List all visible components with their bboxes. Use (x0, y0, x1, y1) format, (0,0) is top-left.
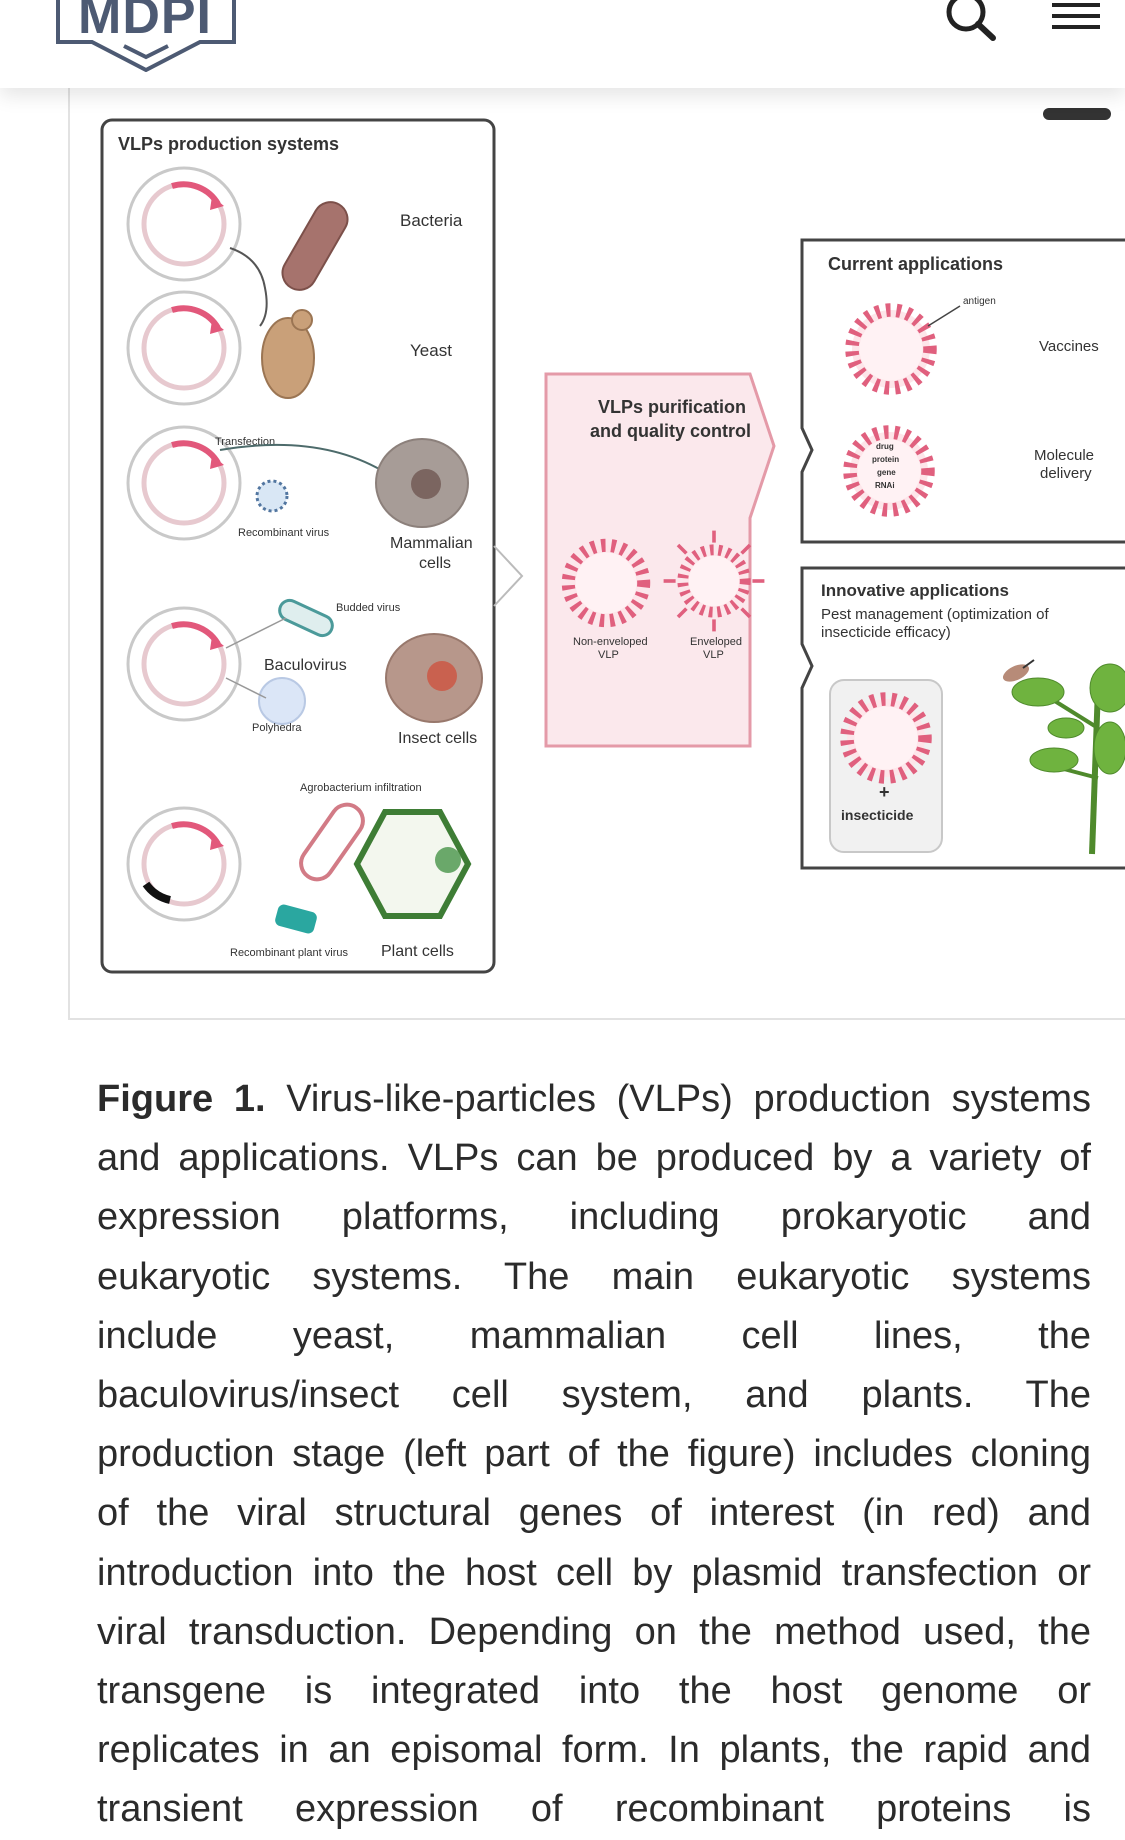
top-app-bar: MDPI (0, 0, 1125, 88)
caption-line-9: introduction into the host cell by plasm… (97, 1551, 1091, 1594)
caption-line-13: transient expression of recombinant prot… (97, 1788, 1091, 1831)
purification-title-1: VLPs purification (598, 397, 746, 417)
vaccine-vlp-icon (852, 310, 930, 388)
molecule-label-1: Molecule (1034, 447, 1094, 464)
bacteria-icon (281, 201, 349, 291)
flagellum-line (229, 247, 268, 327)
non-enveloped-label-1: Non-enveloped (573, 636, 648, 648)
transfection-arrow (219, 443, 387, 474)
polyhedra-icon (258, 677, 306, 725)
insecticide-vlp-icon (847, 699, 925, 777)
caption-line-2: and applications. VLPs can be produced b… (97, 1137, 1091, 1180)
cargo-3: gene (877, 468, 896, 477)
search-icon[interactable] (940, 0, 1002, 42)
current-applications-title: Current applications (828, 254, 1003, 274)
figure-caption: Figure 1. Virus-like-particles (VLPs) pr… (97, 1070, 1091, 1840)
plasmid-icon (128, 808, 240, 920)
figure-close-handle[interactable] (1043, 108, 1111, 120)
caption-line-6: baculovirus/insect cell system, and plan… (97, 1374, 1091, 1417)
purification-title-2: and quality control (590, 421, 751, 441)
yeast-icon (261, 317, 315, 399)
cargo-2: protein (872, 455, 899, 464)
plasmid-icon (128, 292, 240, 404)
bacteria-label: Bacteria (400, 211, 463, 230)
budded-virus-icon (278, 598, 334, 638)
caption-line-12: replicates in an episomal form. In plant… (97, 1729, 1091, 1772)
production-systems-panel: VLPs production systems Bacteria Yeast T… (100, 118, 496, 974)
plant-cells-label: Plant cells (381, 943, 454, 960)
caption-line-3: expression platforms, including prokaryo… (97, 1196, 1091, 1239)
caption-line-4: eukaryotic systems. The main eukaryotic … (97, 1255, 1091, 1298)
plant-virus-icon (275, 904, 317, 934)
caption-line-11: transgene is integrated into the host ge… (97, 1670, 1091, 1713)
enveloped-label-2: VLP (703, 649, 724, 661)
baculovirus-label: Baculovirus (264, 657, 347, 674)
caption-line-7: production stage (left part of the figur… (97, 1433, 1091, 1476)
figure-label: Figure 1. (97, 1078, 266, 1120)
caption-line-5: include yeast, mammalian cell lines, the (97, 1314, 1091, 1357)
recombinant-virus-icon (255, 479, 289, 513)
enveloped-vlp-icon (663, 530, 765, 632)
caption-line-8: of the viral structural genes of interes… (97, 1492, 1091, 1535)
plasmid-icon (128, 608, 240, 720)
plus-sign: + (879, 782, 890, 802)
agrobacterium-label: Agrobacterium infiltration (300, 782, 422, 794)
recombinant-plant-virus-label: Recombinant plant virus (230, 947, 349, 959)
non-enveloped-label-2: VLP (598, 649, 619, 661)
current-applications-panel: Current applications antigen Vaccines dr… (800, 238, 1125, 544)
mammalian-cells-label-1: Mammalian (390, 535, 473, 552)
innovative-subtitle-1: Pest management (optimization of (821, 606, 1049, 623)
mdpi-logo[interactable] (56, 0, 236, 72)
caption-line-10: viral transduction. Depending on the met… (97, 1610, 1091, 1653)
budded-virus-label: Budded virus (336, 602, 401, 614)
mammalian-cells-label-2: cells (419, 555, 451, 572)
agrobacterium-icon (299, 802, 365, 882)
production-panel-title: VLPs production systems (118, 134, 339, 154)
caption-line-1: Figure 1. Virus-like-particles (VLPs) pr… (97, 1078, 1091, 1120)
innovative-subtitle-2: insecticide efficacy) (821, 624, 951, 641)
innovative-applications-panel: Innovative applications Pest management … (800, 566, 1125, 870)
innovative-applications-title: Innovative applications (821, 581, 1009, 600)
purification-panel: VLPs purification and quality control No… (493, 372, 776, 748)
logo-text: MDPI (78, 0, 212, 45)
plant-cell-icon (353, 809, 472, 919)
insect-icon (1002, 664, 1030, 682)
enveloped-label-1: Enveloped (690, 636, 742, 648)
molecule-label-2: delivery (1040, 465, 1092, 482)
plasmid-icon (128, 168, 240, 280)
hamburger-menu-icon[interactable] (1048, 0, 1104, 34)
figure-image[interactable]: VLPs production systems Bacteria Yeast T… (68, 88, 1125, 1020)
antigen-label: antigen (963, 296, 996, 307)
insecticide-label: insecticide (841, 807, 914, 823)
cargo-4: RNAi (875, 481, 895, 490)
polyhedra-label: Polyhedra (252, 722, 302, 734)
tomato-plant-icon (1011, 663, 1125, 855)
insect-cells-label: Insect cells (398, 730, 477, 747)
recombinant-virus-label: Recombinant virus (238, 527, 330, 539)
cargo-1: drug (876, 442, 894, 451)
non-enveloped-vlp-icon (568, 545, 643, 620)
yeast-label: Yeast (410, 341, 452, 360)
vaccines-label: Vaccines (1039, 338, 1099, 355)
